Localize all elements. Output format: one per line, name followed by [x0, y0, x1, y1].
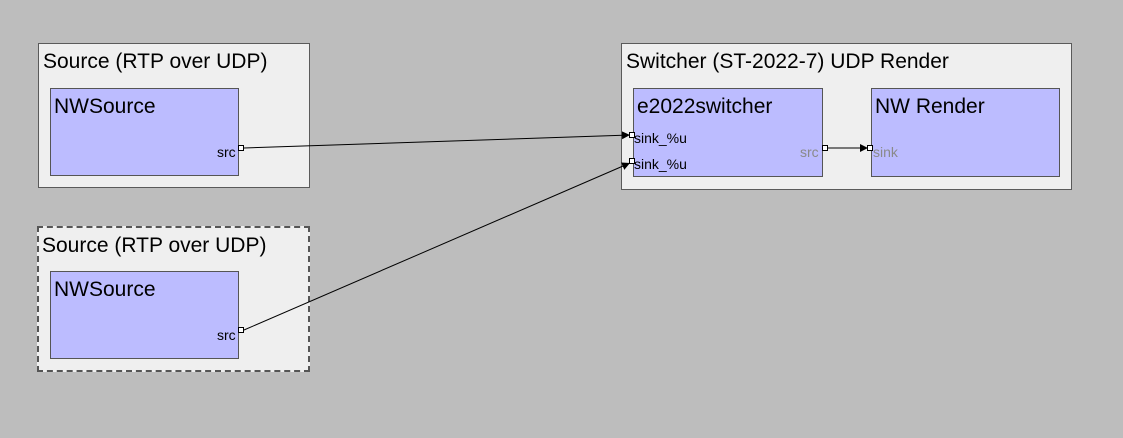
render-sink-pad-label: sink — [873, 144, 898, 160]
link-source2-to-switcher-sink2 — [243, 162, 631, 331]
switcher-src-pad[interactable] — [822, 145, 828, 151]
e2022switcher-title: e2022switcher — [637, 95, 773, 118]
source-group-1: Source (RTP over UDP) NWSource src — [38, 43, 310, 188]
nwsource-1-src-pad[interactable] — [238, 145, 244, 151]
e2022switcher-element[interactable]: e2022switcher sink_%u sink_%u src — [633, 88, 823, 177]
nwsource-2-src-pad[interactable] — [238, 327, 244, 333]
source-group-1-title: Source (RTP over UDP) — [43, 50, 268, 73]
source-group-2: Source (RTP over UDP) NWSource src — [37, 226, 310, 372]
link-source1-to-switcher-sink1 — [243, 131, 631, 149]
nwsource-element-1-title: NWSource — [54, 95, 156, 118]
switcher-src-pad-label: src — [800, 144, 819, 160]
switcher-sink-pad-2-label: sink_%u — [634, 156, 687, 172]
switcher-sink-pad-1-label: sink_%u — [634, 130, 687, 146]
source-group-2-title: Source (RTP over UDP) — [42, 234, 267, 257]
nw-render-title: NW Render — [875, 95, 985, 118]
nwsource-element-2-title: NWSource — [54, 278, 156, 301]
switcher-group-title: Switcher (ST-2022-7) UDP Render — [626, 50, 949, 73]
nw-render-element[interactable]: NW Render sink — [871, 88, 1060, 177]
switcher-sink-pad-2[interactable] — [629, 158, 635, 164]
nwsource-element-1[interactable]: NWSource src — [50, 88, 239, 176]
nwsource-element-2[interactable]: NWSource src — [50, 271, 239, 359]
switcher-group: Switcher (ST-2022-7) UDP Render e2022swi… — [621, 43, 1072, 190]
nwsource-1-src-label: src — [217, 144, 236, 160]
nwsource-2-src-label: src — [217, 327, 236, 343]
